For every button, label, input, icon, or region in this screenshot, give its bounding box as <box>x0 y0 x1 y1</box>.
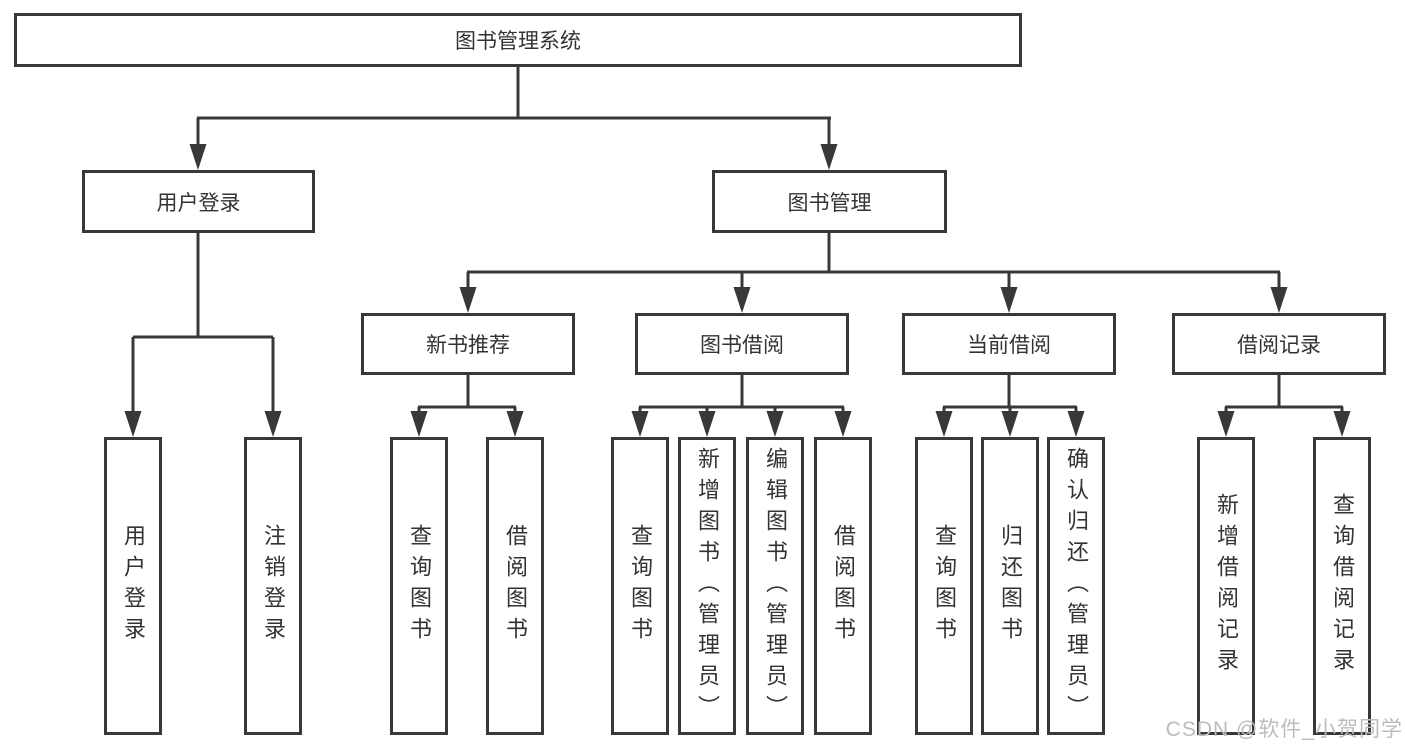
connector-userlogin-to-leaves <box>131 233 275 413</box>
node-bb-borrow: 借阅图书 <box>814 437 872 735</box>
arrowhead <box>631 411 649 437</box>
node-borrow-record: 借阅记录 <box>1172 313 1386 375</box>
arrowhead <box>935 411 953 437</box>
arrowhead <box>1333 411 1351 437</box>
arrowhead <box>834 411 852 437</box>
arrowhead <box>189 144 207 170</box>
node-cb-return: 归还图书 <box>981 437 1039 735</box>
node-bb-edit: 编辑图书（管理员） <box>746 437 804 735</box>
connector-borrowrecord-to-leaves <box>1224 375 1344 413</box>
node-new-book-rec: 新书推荐 <box>361 313 575 375</box>
node-ul-login: 用户登录 <box>104 437 162 735</box>
connector-newbookrec-to-leaves <box>417 375 517 413</box>
arrowheads <box>124 144 1351 437</box>
node-book-borrow: 图书借阅 <box>635 313 849 375</box>
arrowhead <box>1001 411 1019 437</box>
arrowhead <box>1217 411 1235 437</box>
arrowhead <box>698 411 716 437</box>
arrowhead <box>124 411 142 437</box>
arrowhead <box>1270 287 1288 313</box>
node-root: 图书管理系统 <box>14 13 1022 67</box>
node-cb-query: 查询图书 <box>915 437 973 735</box>
node-nb-borrow: 借阅图书 <box>486 437 544 735</box>
node-current-borrow: 当前借阅 <box>902 313 1116 375</box>
node-user-login: 用户登录 <box>82 170 315 233</box>
connector-segments <box>131 67 1344 413</box>
node-book-mgmt: 图书管理 <box>712 170 947 233</box>
arrowhead <box>264 411 282 437</box>
connector-bookmgmt-to-level2 <box>466 233 1281 289</box>
arrowhead <box>1000 287 1018 313</box>
node-bb-query: 查询图书 <box>611 437 669 735</box>
connector-bookborrow-to-leaves <box>638 375 845 413</box>
node-ul-logout: 注销登录 <box>244 437 302 735</box>
arrowhead <box>1067 411 1085 437</box>
connector-root-to-level1 <box>196 67 831 146</box>
node-bb-add: 新增图书（管理员） <box>678 437 736 735</box>
arrowhead <box>410 411 428 437</box>
node-cb-confirm: 确认归还（管理员） <box>1047 437 1105 735</box>
arrowhead <box>766 411 784 437</box>
arrowhead <box>459 287 477 313</box>
arrowhead <box>820 144 838 170</box>
connector-currentborrow-to-leaves <box>942 375 1078 413</box>
arrowhead <box>506 411 524 437</box>
csdn-watermark: CSDN @软件_小贺同学 <box>1165 718 1403 741</box>
node-nb-query: 查询图书 <box>390 437 448 735</box>
node-br-query: 查询借阅记录 <box>1313 437 1371 735</box>
arrowhead <box>733 287 751 313</box>
node-br-add: 新增借阅记录 <box>1197 437 1255 735</box>
